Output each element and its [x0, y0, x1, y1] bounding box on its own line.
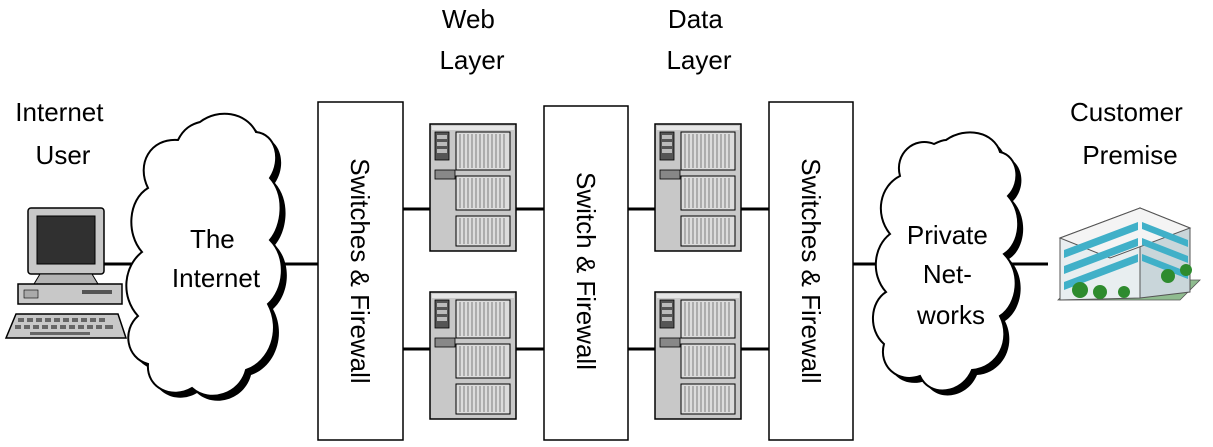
switches-firewall-box-1 — [317, 101, 404, 441]
data-server-1-icon — [654, 123, 742, 252]
switches-firewall-label-1: Switches & Firewall — [345, 158, 375, 383]
switch-firewall-box-2 — [543, 105, 629, 441]
web-server-1-icon — [429, 123, 517, 252]
switch-firewall-label-2: Switch & Firewall — [571, 172, 601, 370]
customer-premise-label: Customer Premise — [1070, 97, 1190, 170]
web-server-2-icon — [429, 291, 517, 420]
data-server-2-icon — [654, 291, 742, 420]
internet-cloud-label: The Internet — [172, 224, 261, 293]
switches-firewall-label-3: Switches & Firewall — [796, 158, 826, 383]
office-building-icon — [1057, 207, 1201, 301]
internet-user-label: Internet User — [15, 97, 110, 170]
switches-firewall-box-3 — [768, 101, 854, 441]
web-layer-label: Web Layer — [439, 4, 504, 75]
data-layer-label: Data Layer — [666, 4, 731, 75]
desktop-computer-icon — [4, 207, 128, 339]
internet-cloud-icon — [125, 112, 287, 401]
private-networks-cloud-icon — [871, 131, 1024, 396]
private-networks-label: Private Net- works — [907, 220, 995, 330]
